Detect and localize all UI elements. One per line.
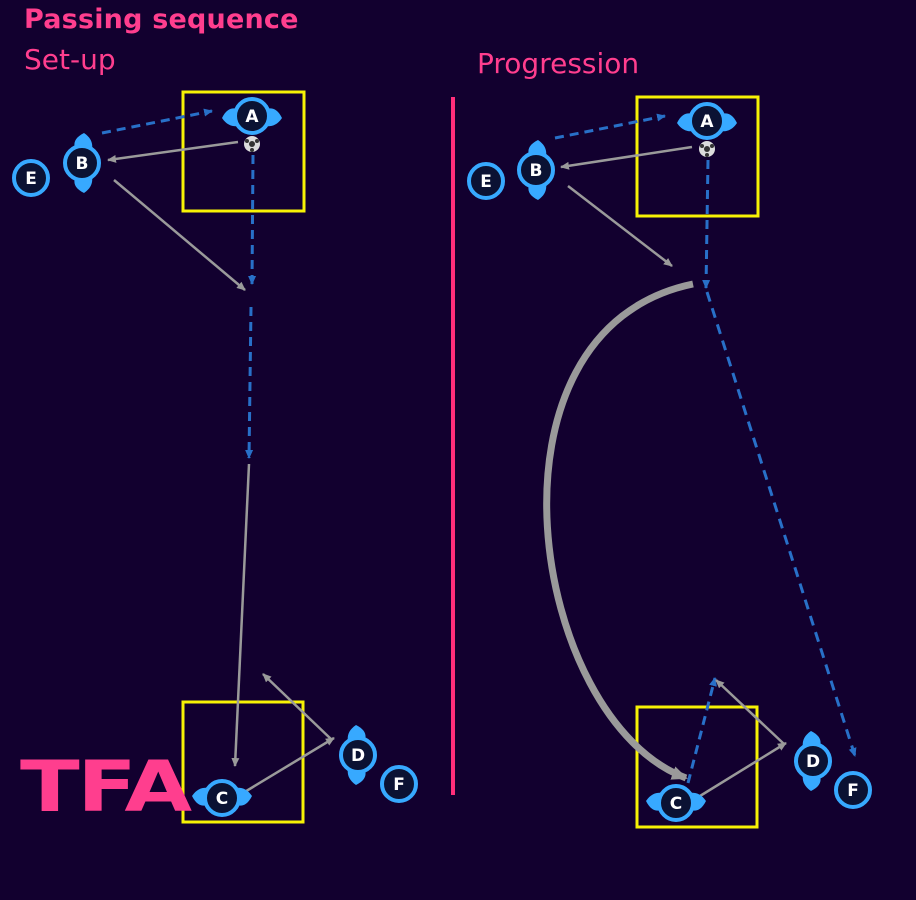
player-label: F bbox=[393, 775, 405, 795]
player-e-left: E bbox=[12, 159, 50, 197]
run-arrow-a-to-b-right bbox=[560, 145, 693, 170]
pass-arrow-long-to-f bbox=[705, 291, 857, 757]
player-ring bbox=[203, 779, 241, 817]
player-label: B bbox=[76, 154, 89, 174]
pass-arrow-b-to-a-right bbox=[554, 113, 666, 140]
ball-icon bbox=[244, 136, 260, 152]
player-c-right: C bbox=[646, 784, 706, 822]
curved-run-arrow bbox=[543, 280, 694, 782]
player-ring bbox=[657, 784, 695, 822]
player-label: E bbox=[25, 169, 37, 189]
zone-box-bottom-right bbox=[635, 705, 759, 829]
zone-box-bottom-left bbox=[181, 700, 305, 824]
ball-icon bbox=[699, 141, 715, 157]
pass-arrow-middle bbox=[245, 306, 254, 459]
panel-label-progression: Progression bbox=[477, 47, 640, 80]
run-arrow-to-c bbox=[231, 463, 251, 767]
run-arrow-b-diagonal bbox=[113, 179, 246, 291]
player-ring bbox=[834, 771, 872, 809]
player-d-left: D bbox=[339, 725, 377, 785]
player-label: F bbox=[847, 781, 859, 801]
player-label: A bbox=[700, 112, 714, 132]
player-ring bbox=[233, 97, 271, 135]
run-arrow-a-to-b bbox=[107, 140, 239, 163]
player-ring bbox=[339, 736, 377, 774]
player-label: D bbox=[806, 752, 820, 772]
player-label: D bbox=[351, 746, 365, 766]
player-d-right: D bbox=[794, 731, 832, 791]
pass-arrow-c-up bbox=[686, 677, 717, 784]
pass-arrow-b-to-a bbox=[101, 108, 213, 135]
player-label: A bbox=[245, 107, 259, 127]
player-label: B bbox=[530, 161, 543, 181]
player-label: E bbox=[480, 172, 492, 192]
players-layer: A B C D E F A B C D E F bbox=[12, 97, 872, 822]
run-arrow-c-to-d bbox=[242, 736, 335, 795]
player-a-right: A bbox=[677, 102, 737, 140]
player-label: C bbox=[670, 794, 682, 814]
player-f-left: F bbox=[380, 765, 418, 803]
player-ring bbox=[12, 159, 50, 197]
page-title: Passing sequence bbox=[24, 4, 299, 35]
player-e-right: E bbox=[467, 162, 505, 200]
player-label: C bbox=[216, 789, 228, 809]
player-a-left: A bbox=[222, 97, 282, 135]
pass-arrow-a-down-right bbox=[702, 159, 711, 289]
pass-arrow-a-down bbox=[248, 154, 257, 285]
panel-label-setup: Set-up bbox=[24, 43, 116, 76]
run-arrow-c-to-d-right bbox=[699, 741, 787, 798]
player-b-left: B bbox=[63, 133, 101, 193]
player-f-right: F bbox=[834, 771, 872, 809]
run-arrow-d-up-right bbox=[715, 679, 785, 745]
player-b-right: B bbox=[517, 140, 555, 200]
tfa-logo: TFA bbox=[20, 746, 192, 828]
run-arrow-b-diagonal-right bbox=[567, 185, 673, 267]
player-c-left: C bbox=[192, 779, 252, 817]
player-ring bbox=[467, 162, 505, 200]
player-ring bbox=[688, 102, 726, 140]
zone-box-top-left bbox=[181, 90, 306, 213]
player-ring bbox=[517, 151, 555, 189]
player-ring bbox=[380, 765, 418, 803]
player-ring bbox=[794, 742, 832, 780]
player-ring bbox=[63, 144, 101, 182]
run-arrow-d-up bbox=[262, 673, 333, 741]
